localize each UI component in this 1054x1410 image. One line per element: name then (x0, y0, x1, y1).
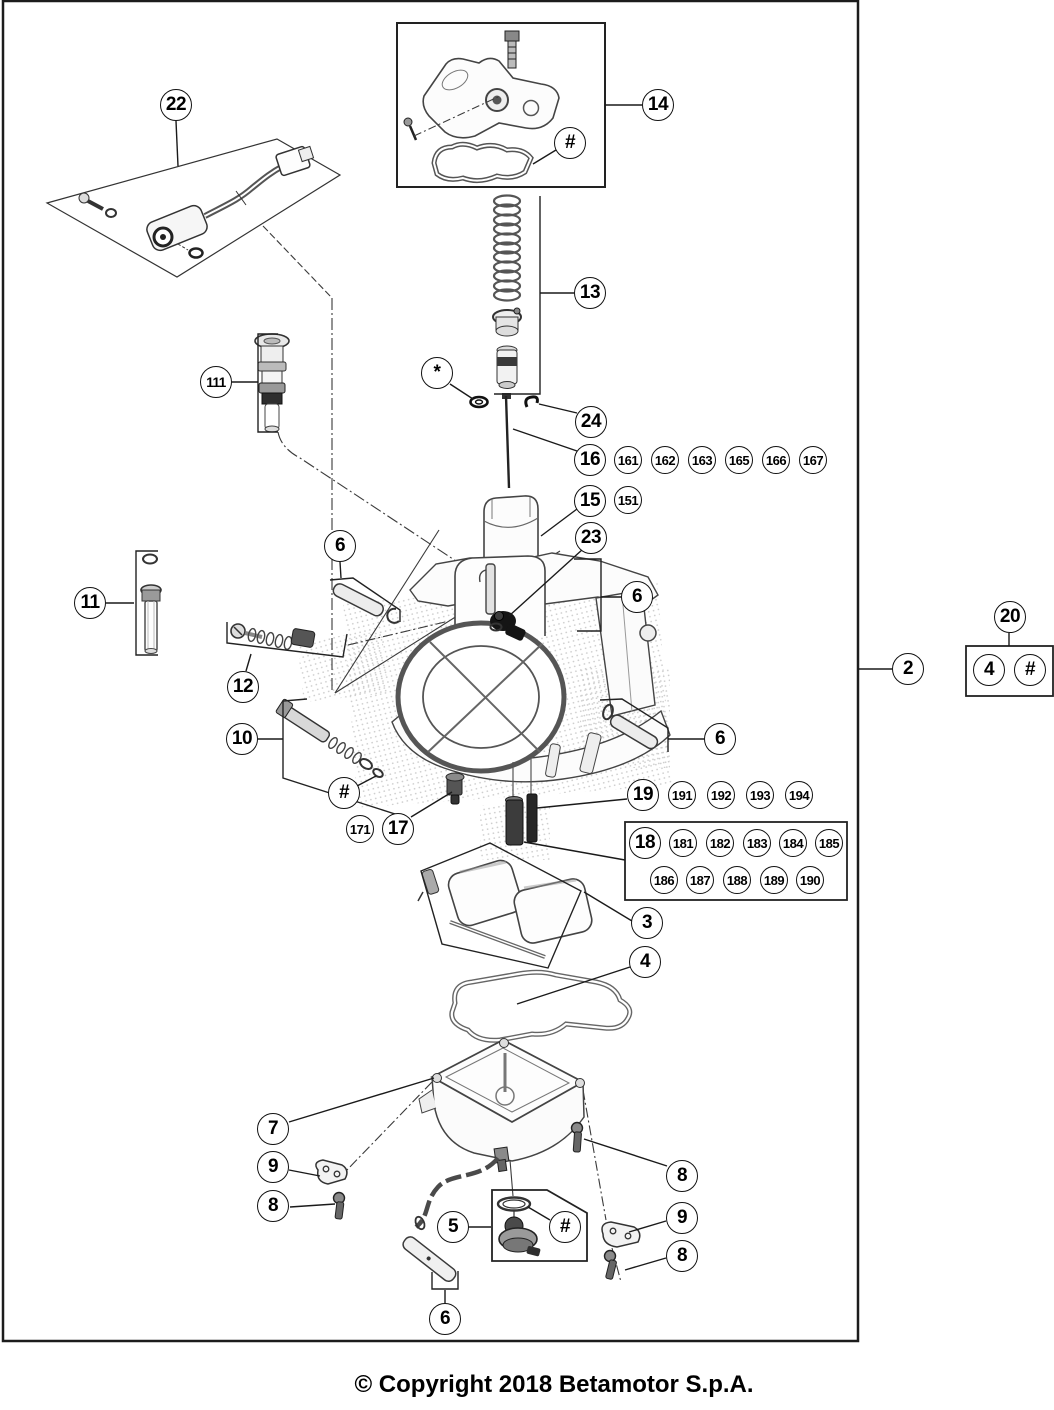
callout-hash-airscrew[interactable]: # (328, 777, 360, 809)
diagram-border (1, 0, 860, 1343)
part-screw-right-bottom (603, 1249, 617, 1280)
callout-17[interactable]: 17 (382, 813, 414, 845)
callout-16[interactable]: 16 (574, 444, 606, 476)
callout-184[interactable]: 184 (779, 829, 807, 857)
callout-11[interactable]: 11 (74, 587, 106, 619)
part-drain-plug (491, 1189, 588, 1262)
callout-151[interactable]: 151 (614, 486, 642, 514)
brackets (135, 196, 1054, 1290)
callout-6-tube[interactable]: 6 (621, 581, 653, 613)
part-choke-plunger (254, 333, 290, 433)
callout-190[interactable]: 190 (796, 866, 824, 894)
part-pin-left (332, 583, 400, 624)
callout-194[interactable]: 194 (785, 781, 813, 809)
leader-lines (106, 104, 1010, 1303)
callout-161[interactable]: 161 (614, 446, 642, 474)
callout-9-right[interactable]: 9 (666, 1202, 698, 1234)
part-throttle-sensor-kit (45, 138, 342, 278)
callout-192[interactable]: 192 (707, 781, 735, 809)
callout-23[interactable]: 23 (575, 522, 607, 554)
callout-8-right-bottom[interactable]: 8 (666, 1240, 698, 1272)
callout-4[interactable]: 4 (629, 946, 661, 978)
callout-hash-drain[interactable]: # (549, 1211, 581, 1243)
callout-163[interactable]: 163 (688, 446, 716, 474)
callout-24[interactable]: 24 (575, 406, 607, 438)
part-slide-spring (469, 194, 539, 489)
part-air-screw (275, 698, 384, 779)
part-cable-bracket-left (315, 1159, 348, 1185)
callout-186[interactable]: 186 (650, 866, 678, 894)
callout-4-kit[interactable]: 4 (973, 654, 1005, 686)
part-float-assembly (417, 859, 593, 959)
callout-7[interactable]: 7 (257, 1113, 289, 1145)
part-choke-screw (140, 553, 162, 654)
part-idle-screw (230, 623, 316, 651)
part-screw-right-top (570, 1121, 584, 1153)
callout-22[interactable]: 22 (160, 89, 192, 121)
callout-183[interactable]: 183 (743, 829, 771, 857)
callout-2[interactable]: 2 (892, 653, 924, 685)
callout-5[interactable]: 5 (437, 1211, 469, 1243)
callout-9-left[interactable]: 9 (257, 1151, 289, 1183)
part-float-bowl (418, 1038, 585, 1173)
callout-13[interactable]: 13 (574, 277, 606, 309)
part-screw-left (332, 1191, 346, 1220)
callout-111[interactable]: 111 (200, 366, 232, 398)
part-bowl-gasket (449, 969, 633, 1043)
callout-182[interactable]: 182 (706, 829, 734, 857)
callout-166[interactable]: 166 (762, 446, 790, 474)
callout-171[interactable]: 171 (346, 815, 374, 843)
callout-3[interactable]: 3 (631, 907, 663, 939)
part-pin-right (602, 703, 659, 750)
callout-19[interactable]: 19 (627, 779, 659, 811)
callout-14[interactable]: 14 (642, 89, 674, 121)
callout-185[interactable]: 185 (815, 829, 843, 857)
part-top-cover (396, 22, 606, 188)
part-tube-small (478, 563, 503, 632)
callout-189[interactable]: 189 (760, 866, 788, 894)
callout-15[interactable]: 15 (574, 485, 606, 517)
callout-20[interactable]: 20 (994, 601, 1026, 633)
callout-hash-cover[interactable]: # (554, 127, 586, 159)
copyright-text: © Copyright 2018 Betamotor S.p.A. (354, 1371, 754, 1398)
part-cable-bracket-right (601, 1221, 641, 1248)
callout-167[interactable]: 167 (799, 446, 827, 474)
part-carburetor-body (391, 552, 671, 846)
part-vent-hose (402, 1156, 500, 1283)
callout-188[interactable]: 188 (723, 866, 751, 894)
callout-18[interactable]: 18 (629, 827, 661, 859)
callout-6-pin-right[interactable]: 6 (704, 723, 736, 755)
part-pilot-jet (445, 772, 465, 805)
callout-165[interactable]: 165 (725, 446, 753, 474)
callout-star[interactable]: * (421, 357, 453, 389)
callout-hash-kit[interactable]: # (1014, 654, 1046, 686)
callout-10[interactable]: 10 (226, 723, 258, 755)
callout-181[interactable]: 181 (669, 829, 697, 857)
callout-187[interactable]: 187 (686, 866, 714, 894)
callout-6-pin-left[interactable]: 6 (324, 530, 356, 562)
callout-12[interactable]: 12 (227, 671, 259, 703)
callout-191[interactable]: 191 (668, 781, 696, 809)
callout-162[interactable]: 162 (651, 446, 679, 474)
callout-8-left[interactable]: 8 (257, 1190, 289, 1222)
callout-8-right-top[interactable]: 8 (666, 1160, 698, 1192)
callout-193[interactable]: 193 (746, 781, 774, 809)
callout-6-vent[interactable]: 6 (429, 1303, 461, 1335)
